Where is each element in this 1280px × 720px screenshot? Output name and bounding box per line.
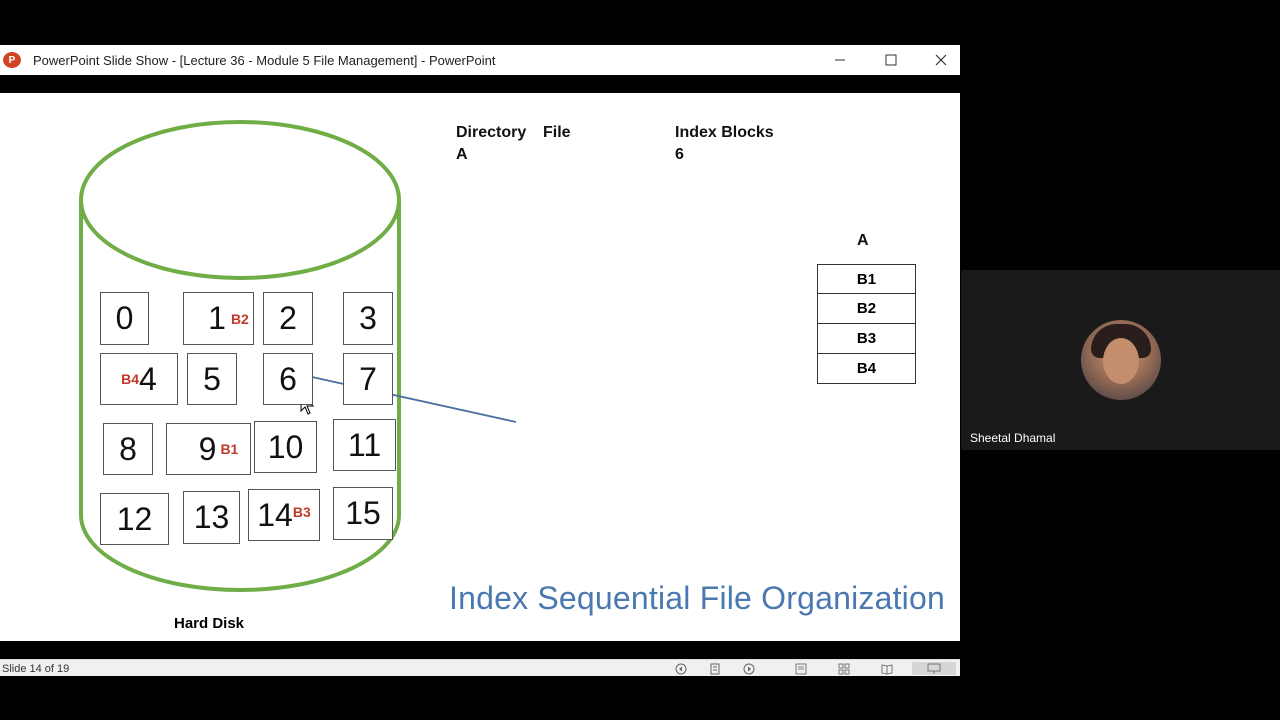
disk-block: 15 xyxy=(333,487,393,540)
block-tag: B2 xyxy=(230,310,249,327)
directory-header: Directory xyxy=(456,124,527,141)
disk-block: 2 xyxy=(263,292,313,345)
next-slide-button[interactable] xyxy=(742,662,756,675)
status-bar: Slide 14 of 19 xyxy=(0,659,960,676)
close-button[interactable] xyxy=(921,45,961,75)
hard-disk-cylinder xyxy=(79,120,517,592)
participant-name: Sheetal Dhamal xyxy=(970,431,1056,445)
hard-disk-label: Hard Disk xyxy=(174,615,245,632)
disk-block: 11 xyxy=(333,419,396,471)
participant-video-tile[interactable]: Sheetal Dhamal xyxy=(961,270,1280,450)
normal-view-button[interactable] xyxy=(794,662,808,675)
directory-value: A xyxy=(456,146,468,163)
disk-block: 0 xyxy=(100,292,149,345)
window-divider xyxy=(0,75,960,93)
window-titlebar: P PowerPoint Slide Show - [Lecture 36 - … xyxy=(0,45,960,75)
index-table-row: B1 xyxy=(817,264,916,294)
block-tag: B4 xyxy=(121,371,140,387)
minimize-icon xyxy=(835,59,845,61)
disk-block: 6 xyxy=(263,353,313,405)
slide-menu-button[interactable] xyxy=(708,662,722,675)
next-icon xyxy=(743,663,755,674)
menu-icon xyxy=(710,663,720,674)
index-table-title: A xyxy=(857,232,869,249)
slide-sorter-button[interactable] xyxy=(837,662,851,675)
index-blocks-value: 6 xyxy=(675,146,684,163)
powerpoint-app-icon: P xyxy=(3,52,21,68)
normal-view-icon xyxy=(795,663,807,674)
previous-icon xyxy=(675,663,687,674)
disk-block: 8 xyxy=(103,423,153,475)
index-table-row: B2 xyxy=(817,294,916,324)
disk-block: 10 xyxy=(254,421,317,473)
maximize-button[interactable] xyxy=(871,45,911,75)
participant-avatar xyxy=(1081,320,1161,400)
close-icon xyxy=(935,54,947,66)
disk-block: 3 xyxy=(343,292,393,345)
disk-block: 7 xyxy=(343,353,393,405)
index-block-table: B1 B2 B3 B4 xyxy=(817,264,916,384)
reading-view-icon xyxy=(881,663,893,675)
previous-slide-button[interactable] xyxy=(674,662,688,675)
minimize-button[interactable] xyxy=(820,45,860,75)
file-header: File xyxy=(543,124,571,141)
slide-sorter-icon xyxy=(838,663,850,674)
block-tag: B1 xyxy=(220,441,239,457)
window-title: PowerPoint Slide Show - [Lecture 36 - Mo… xyxy=(33,53,496,68)
block-tag: B3 xyxy=(292,504,311,520)
reading-view-button[interactable] xyxy=(880,662,894,675)
slide-counter: Slide 14 of 19 xyxy=(2,663,70,675)
disk-block: 13 xyxy=(183,491,240,544)
index-table-row: B4 xyxy=(817,354,916,384)
slideshow-icon xyxy=(927,663,941,674)
disk-block: 12 xyxy=(100,493,169,545)
index-table-row: B3 xyxy=(817,324,916,354)
slideshow-view-button[interactable] xyxy=(912,662,956,675)
index-blocks-header: Index Blocks xyxy=(675,124,774,141)
disk-block: 5 xyxy=(187,353,237,405)
maximize-icon xyxy=(885,54,897,66)
slide-title: Index Sequential File Organization xyxy=(449,580,945,616)
